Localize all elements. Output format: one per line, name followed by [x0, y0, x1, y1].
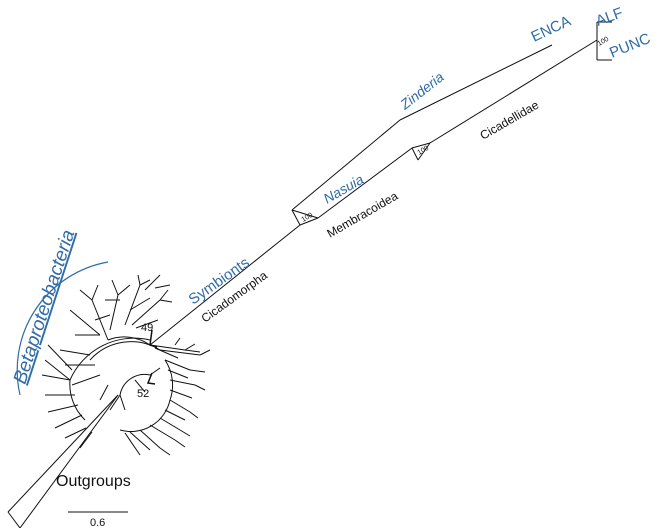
label-zinderia: Zinderia — [396, 68, 447, 112]
label-enca: ENCA — [529, 13, 574, 46]
symbionts-branches — [149, 21, 612, 346]
label-cicadellidae: Cicadellidae — [478, 98, 542, 143]
node-49-marker — [149, 329, 158, 348]
label-outgroups: Outgroups — [56, 473, 131, 490]
bootstrap-52: 52 — [137, 388, 149, 400]
betaproteobacteria-arc — [16, 261, 109, 396]
label-punc: PUNC — [607, 30, 653, 62]
label-betaproteobacteria: Betaproteobacteria — [10, 227, 80, 386]
bootstrap-49: 49 — [141, 322, 153, 334]
outgroups-branch — [7, 394, 119, 528]
bootstrap-100-c: 100 — [597, 36, 611, 48]
bootstrap-100-a: 100 — [301, 212, 315, 224]
node-52-marker — [146, 372, 156, 385]
bootstrap-100-b: 100 — [417, 145, 431, 157]
betaproteobacteria-cluster — [41, 274, 211, 456]
label-alf: ALF — [594, 4, 626, 29]
label-nasuia: Nasuia — [321, 171, 367, 207]
scale-label: 0.6 — [90, 517, 105, 528]
